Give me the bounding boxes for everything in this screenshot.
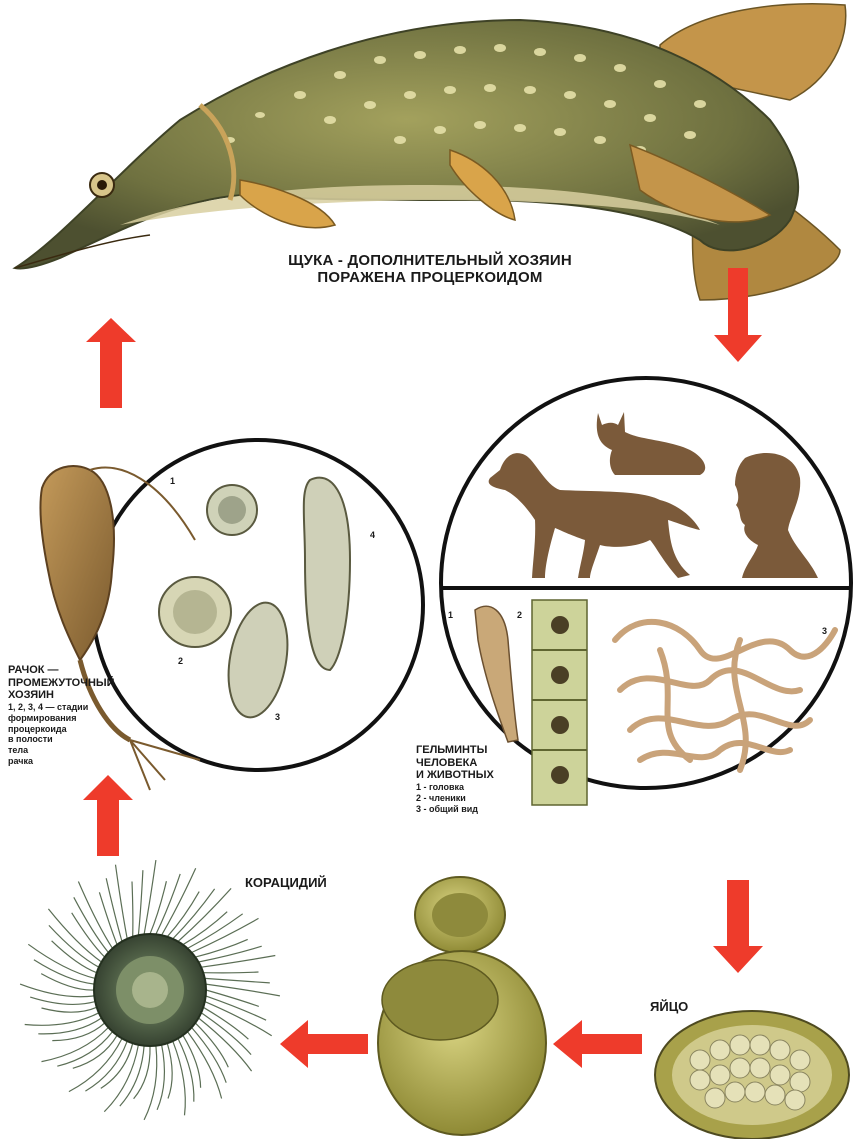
coracidium-cilium [138, 870, 143, 935]
copepod-line5: формирования [8, 713, 148, 724]
copepod-line4: 1, 2, 3, 4 — стадии [8, 702, 148, 713]
arrow-hatch-to-coracidium [280, 1020, 368, 1068]
copepod-caption: РАЧОК — ПРОМЕЖУТОЧНЫЙ ХОЗЯИН 1, 2, 3, 4 … [8, 664, 148, 767]
coracidium-cilium [150, 881, 166, 934]
coracidium-cilium [192, 1028, 227, 1083]
arrow-down-to-egg [713, 880, 763, 973]
coracidium-cilium [173, 1041, 186, 1115]
arrow-up-to-copepod [83, 775, 133, 856]
copepod-title2: ПРОМЕЖУТОЧНЫЙ [8, 677, 148, 690]
coracidium-illustration [20, 860, 280, 1120]
copepod-line7: в полости [8, 734, 148, 745]
coracidium-label: КОРАЦИДИЙ [245, 876, 327, 891]
coracidium-cilium [72, 913, 105, 957]
coracidium-cilium [195, 939, 247, 957]
helminths-title3: И ЖИВОТНЫХ [416, 769, 556, 782]
coracidium-cilium [203, 1007, 248, 1039]
helminths-item1: 1 - головка [416, 782, 556, 793]
arrow-egg-to-hatch [553, 1020, 642, 1068]
coracidium-cilium [132, 882, 133, 937]
helminths-title1: ГЕЛЬМИНТЫ [416, 744, 556, 757]
coracidium-cilium [201, 956, 275, 968]
stage-1-number: 1 [170, 476, 175, 486]
coracidium-cilium [120, 1046, 144, 1106]
copepod-line8: тела [8, 745, 148, 756]
coracidium-cilium [167, 1043, 172, 1098]
coracidium-cilium [203, 972, 258, 973]
pike-caption-line2: ПОРАЖЕНА ПРОЦЕРКОИДОМ [250, 269, 610, 286]
stage-2-procercoid [159, 577, 231, 647]
copepod-title3: ХОЗЯИН [8, 689, 148, 702]
helminth-part-2-number: 2 [517, 610, 522, 620]
egg-illustration [655, 1011, 849, 1139]
coracidium-cilium [99, 892, 117, 944]
pike-caption: ЩУКА - ДОПОЛНИТЕЛЬНЫЙ ХОЗЯИН ПОРАЖЕНА ПР… [250, 252, 610, 287]
coracidium-cilium [205, 978, 270, 983]
coracidium-cilium [144, 1046, 157, 1120]
helminth-part-3-number: 3 [822, 626, 827, 636]
coracidium-cilium [173, 889, 215, 939]
helminths-item2: 2 - членики [416, 793, 556, 804]
copepod-line6: процеркоида [8, 724, 148, 735]
copepod-line9: рачка [8, 756, 148, 767]
coracidium-cilium [188, 1032, 222, 1099]
stage-1-embryo [207, 485, 257, 535]
coracidium-cilium [49, 925, 99, 967]
coracidium-cilium [73, 1035, 117, 1068]
coracidium-cilium [116, 865, 128, 939]
definitive-hosts-circle [441, 378, 851, 805]
coracidium-cilium [206, 984, 280, 996]
coracidium-cilium [157, 1045, 164, 1110]
egg-label: ЯЙЦО [650, 1000, 688, 1015]
helminths-title2: ЧЕЛОВЕКА [416, 757, 556, 770]
coracidium-cilium [52, 941, 97, 973]
coracidium-cilium [199, 1018, 252, 1071]
pike-body [15, 20, 798, 269]
helminths-item3: 3 - общий вид [416, 804, 556, 815]
stage-2-number: 2 [178, 656, 183, 666]
helminths-caption: ГЕЛЬМИНТЫ ЧЕЛОВЕКА И ЖИВОТНЫХ 1 - головк… [416, 744, 556, 814]
hatching-egg-illustration [378, 877, 546, 1135]
stage-4-number: 4 [370, 530, 375, 540]
coracidium-cilium [25, 1013, 99, 1026]
coracidium-cilium [57, 1032, 112, 1067]
arrow-up-to-pike [86, 318, 136, 408]
coracidium-cilium [42, 1007, 97, 1012]
coracidium-cilium [30, 997, 95, 1004]
coracidium-cilium [106, 878, 122, 941]
coracidium-cilium [20, 984, 94, 997]
stage-3-number: 3 [275, 712, 280, 722]
coracidium-cilium [192, 918, 259, 952]
copepod-title1: РАЧОК — [8, 664, 148, 677]
coracidium-cilium [34, 960, 94, 984]
helminth-part-1-number: 1 [448, 610, 453, 620]
stage-4-procercoid [304, 478, 350, 670]
coracidium-cilium [178, 1039, 194, 1102]
pike-caption-line1: ЩУКА - ДОПОЛНИТЕЛЬНЫЙ ХОЗЯИН [250, 252, 610, 269]
